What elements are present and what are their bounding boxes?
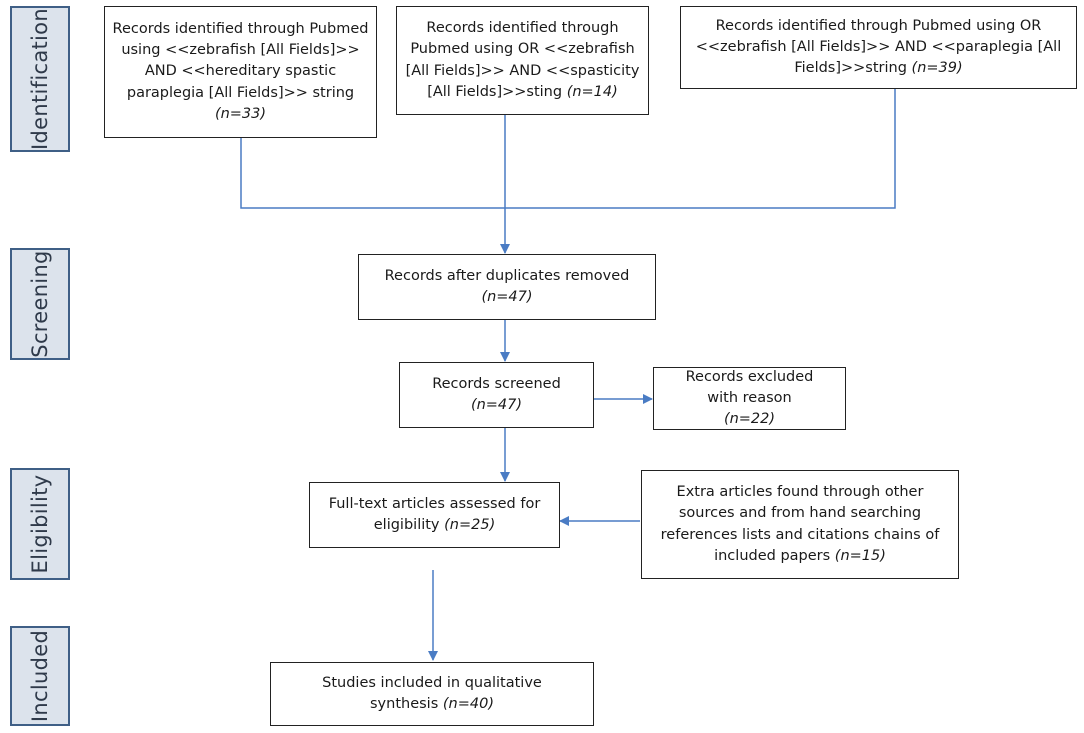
box-identification-spasticity: Records identified through Pubmed using … — [396, 6, 649, 115]
box-identification-paraplegia: Records identified through Pubmed using … — [680, 6, 1077, 89]
box-text: Records screened — [432, 375, 561, 392]
box-text: Records excluded with reason — [685, 368, 814, 406]
count-label: (n=25) — [444, 517, 496, 533]
box-records-screened: Records screened (n=47) — [399, 362, 594, 428]
count-label: (n=14) — [566, 83, 618, 100]
box-duplicates-removed: Records after duplicates removed (n=47) — [358, 254, 656, 320]
box-text: Records identified through Pubmed using … — [405, 20, 640, 100]
merge-line — [240, 89, 896, 209]
box-fulltext-assessed: Full-text articles assessed for eligibil… — [309, 482, 560, 548]
box-text: Extra articles found through other sourc… — [660, 484, 940, 564]
box-studies-included: Studies included in qualitative synthesi… — [270, 662, 594, 726]
box-extra-articles: Extra articles found through other sourc… — [641, 470, 959, 579]
stage-eligibility: Eligibility — [10, 468, 70, 580]
count-label: (n=47) — [481, 289, 533, 305]
count-label: (n=39) — [911, 60, 963, 76]
count-label: (n=40) — [442, 696, 494, 712]
box-text: Full-text articles assessed for eligibil… — [328, 495, 541, 533]
count-label: (n=15) — [834, 547, 886, 564]
box-records-excluded: Records excluded with reason (n=22) — [653, 367, 846, 430]
box-identification-hsp: Records identified through Pubmed using … — [104, 6, 377, 138]
box-text: Records after duplicates removed — [384, 267, 630, 284]
box-text: Records identified through Pubmed using … — [695, 17, 1062, 76]
count-label: (n=47) — [470, 397, 523, 413]
stage-identification: Identification — [10, 6, 70, 152]
box-text: Studies included in qualitative synthesi… — [322, 674, 542, 712]
stage-included: Included — [10, 626, 70, 726]
stage-screening: Screening — [10, 248, 70, 360]
box-text: Records identified through Pubmed using … — [112, 21, 369, 101]
count-label: (n=22) — [723, 411, 776, 428]
count-label: (n=33) — [214, 105, 267, 122]
